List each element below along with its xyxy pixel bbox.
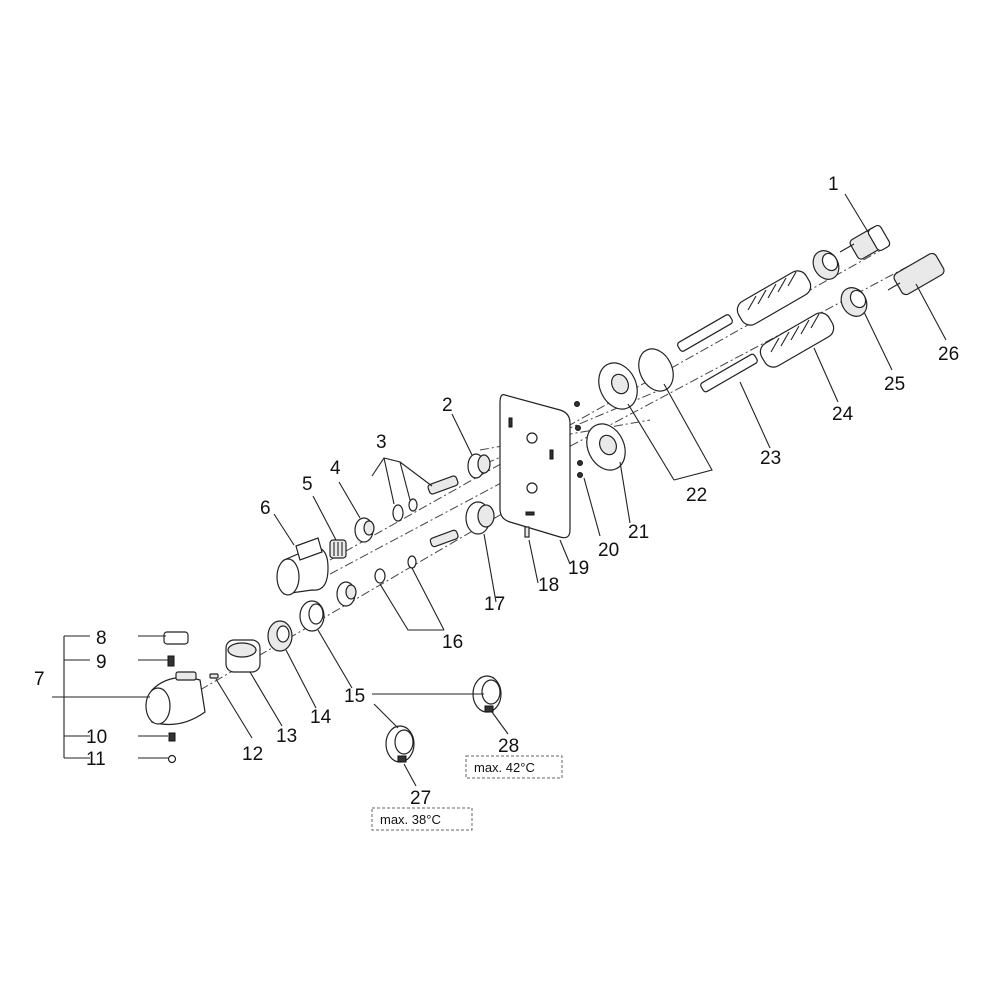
part-nut-upper [812,250,840,280]
part-pipe-upper [677,314,733,352]
callout-2: 2 [442,395,453,416]
part-3-spindle [392,475,459,522]
callout-5: 5 [302,474,313,495]
part-8-lever [163,631,189,645]
part-12-screw [209,673,219,679]
part-27-clip [385,725,415,763]
callout-10: 10 [86,727,107,748]
part-20-screws [574,401,583,478]
part-15-ring [299,600,325,632]
callout-14: 14 [310,707,332,728]
callout-22: 22 [686,485,707,506]
part-7-handle [145,671,206,725]
callout-25: 25 [884,374,905,395]
part-filter-upper [736,270,812,326]
part-4-nut [354,517,375,543]
part-21-rosette [586,423,626,471]
part-19-cover-plate [499,394,571,539]
part-2-flange [467,453,491,479]
part-nut-lower [336,581,357,607]
leader-lines [52,193,947,787]
callout-9: 9 [96,652,107,673]
callout-11: 11 [86,749,106,770]
part-23-pipe [700,353,758,393]
note-28-group: max. 42°C [465,755,563,779]
part-shapes [145,224,945,764]
callout-12: 12 [242,744,263,765]
callout-7: 7 [34,669,45,690]
part-10-screw [168,732,176,742]
callout-23: 23 [760,448,781,469]
callout-28: 28 [498,736,519,757]
note-max-38: max. 38°C [380,812,441,827]
part-16-spindle [374,529,459,584]
callout-15: 15 [344,686,365,707]
callout-18: 18 [538,575,559,596]
callout-4: 4 [330,458,341,479]
part-14-knurled-nut [267,620,293,652]
part-11-cap [167,754,177,764]
part-22-rosette [598,348,674,410]
part-6-handle [276,537,329,596]
part-26-cartridge [887,252,945,296]
part-28-clip [472,675,502,713]
part-1-cartridge [839,224,891,260]
callout-21: 21 [628,522,649,543]
part-18-pin [524,526,530,538]
callout-labels: 1 2 3 4 5 6 7 8 9 10 11 12 13 14 15 16 1… [34,174,959,809]
callout-26: 26 [938,344,959,365]
callout-1: 1 [828,174,839,195]
callout-27: 27 [410,788,431,809]
callout-17: 17 [484,594,505,615]
part-17-flange [465,501,495,535]
callout-16: 16 [442,632,463,653]
callout-19: 19 [568,558,589,579]
note-max-42: max. 42°C [474,760,535,775]
callout-13: 13 [276,726,297,747]
part-5-adapter [329,539,347,559]
callout-3: 3 [376,432,387,453]
callout-6: 6 [260,498,271,519]
callout-20: 20 [598,540,619,561]
part-13-insert [225,639,261,673]
part-24-filter [759,312,835,368]
part-9-spring [167,655,175,667]
part-25-nut [840,287,868,317]
callout-24: 24 [832,404,854,425]
note-27-group: max. 38°C [371,807,473,831]
callout-8: 8 [96,628,107,649]
